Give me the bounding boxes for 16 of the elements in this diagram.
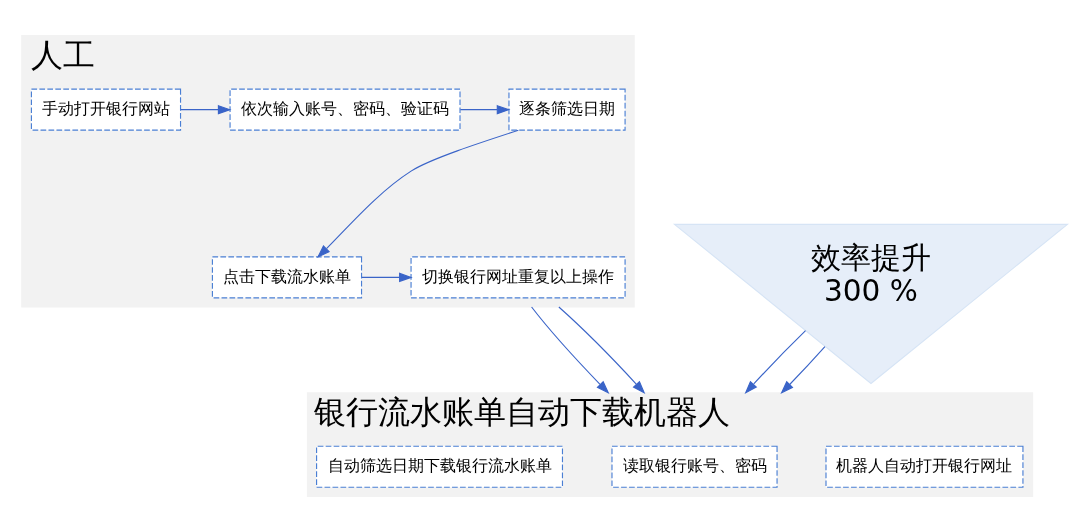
node-box: 依次输入账号、密码、验证码 [229, 88, 461, 131]
node-box: 点击下载流水账单 [211, 256, 363, 299]
arrow [780, 346, 826, 394]
arrow [558, 306, 646, 395]
arrow [180, 104, 232, 115]
arrow [744, 330, 807, 395]
arrow [531, 306, 610, 394]
node-box: 手动打开银行网站 [30, 88, 182, 131]
arrow [459, 104, 511, 115]
node-box: 读取银行账号、密码 [611, 445, 778, 488]
arrow [361, 272, 413, 283]
node-box: 切换银行网址重复以上操作 [410, 256, 626, 299]
node-box: 逐条筛选日期 [508, 88, 626, 131]
node-box: 自动筛选日期下载银行流水账单 [316, 445, 564, 488]
node-box: 机器人自动打开银行网址 [825, 445, 1024, 488]
arrow [316, 129, 519, 258]
